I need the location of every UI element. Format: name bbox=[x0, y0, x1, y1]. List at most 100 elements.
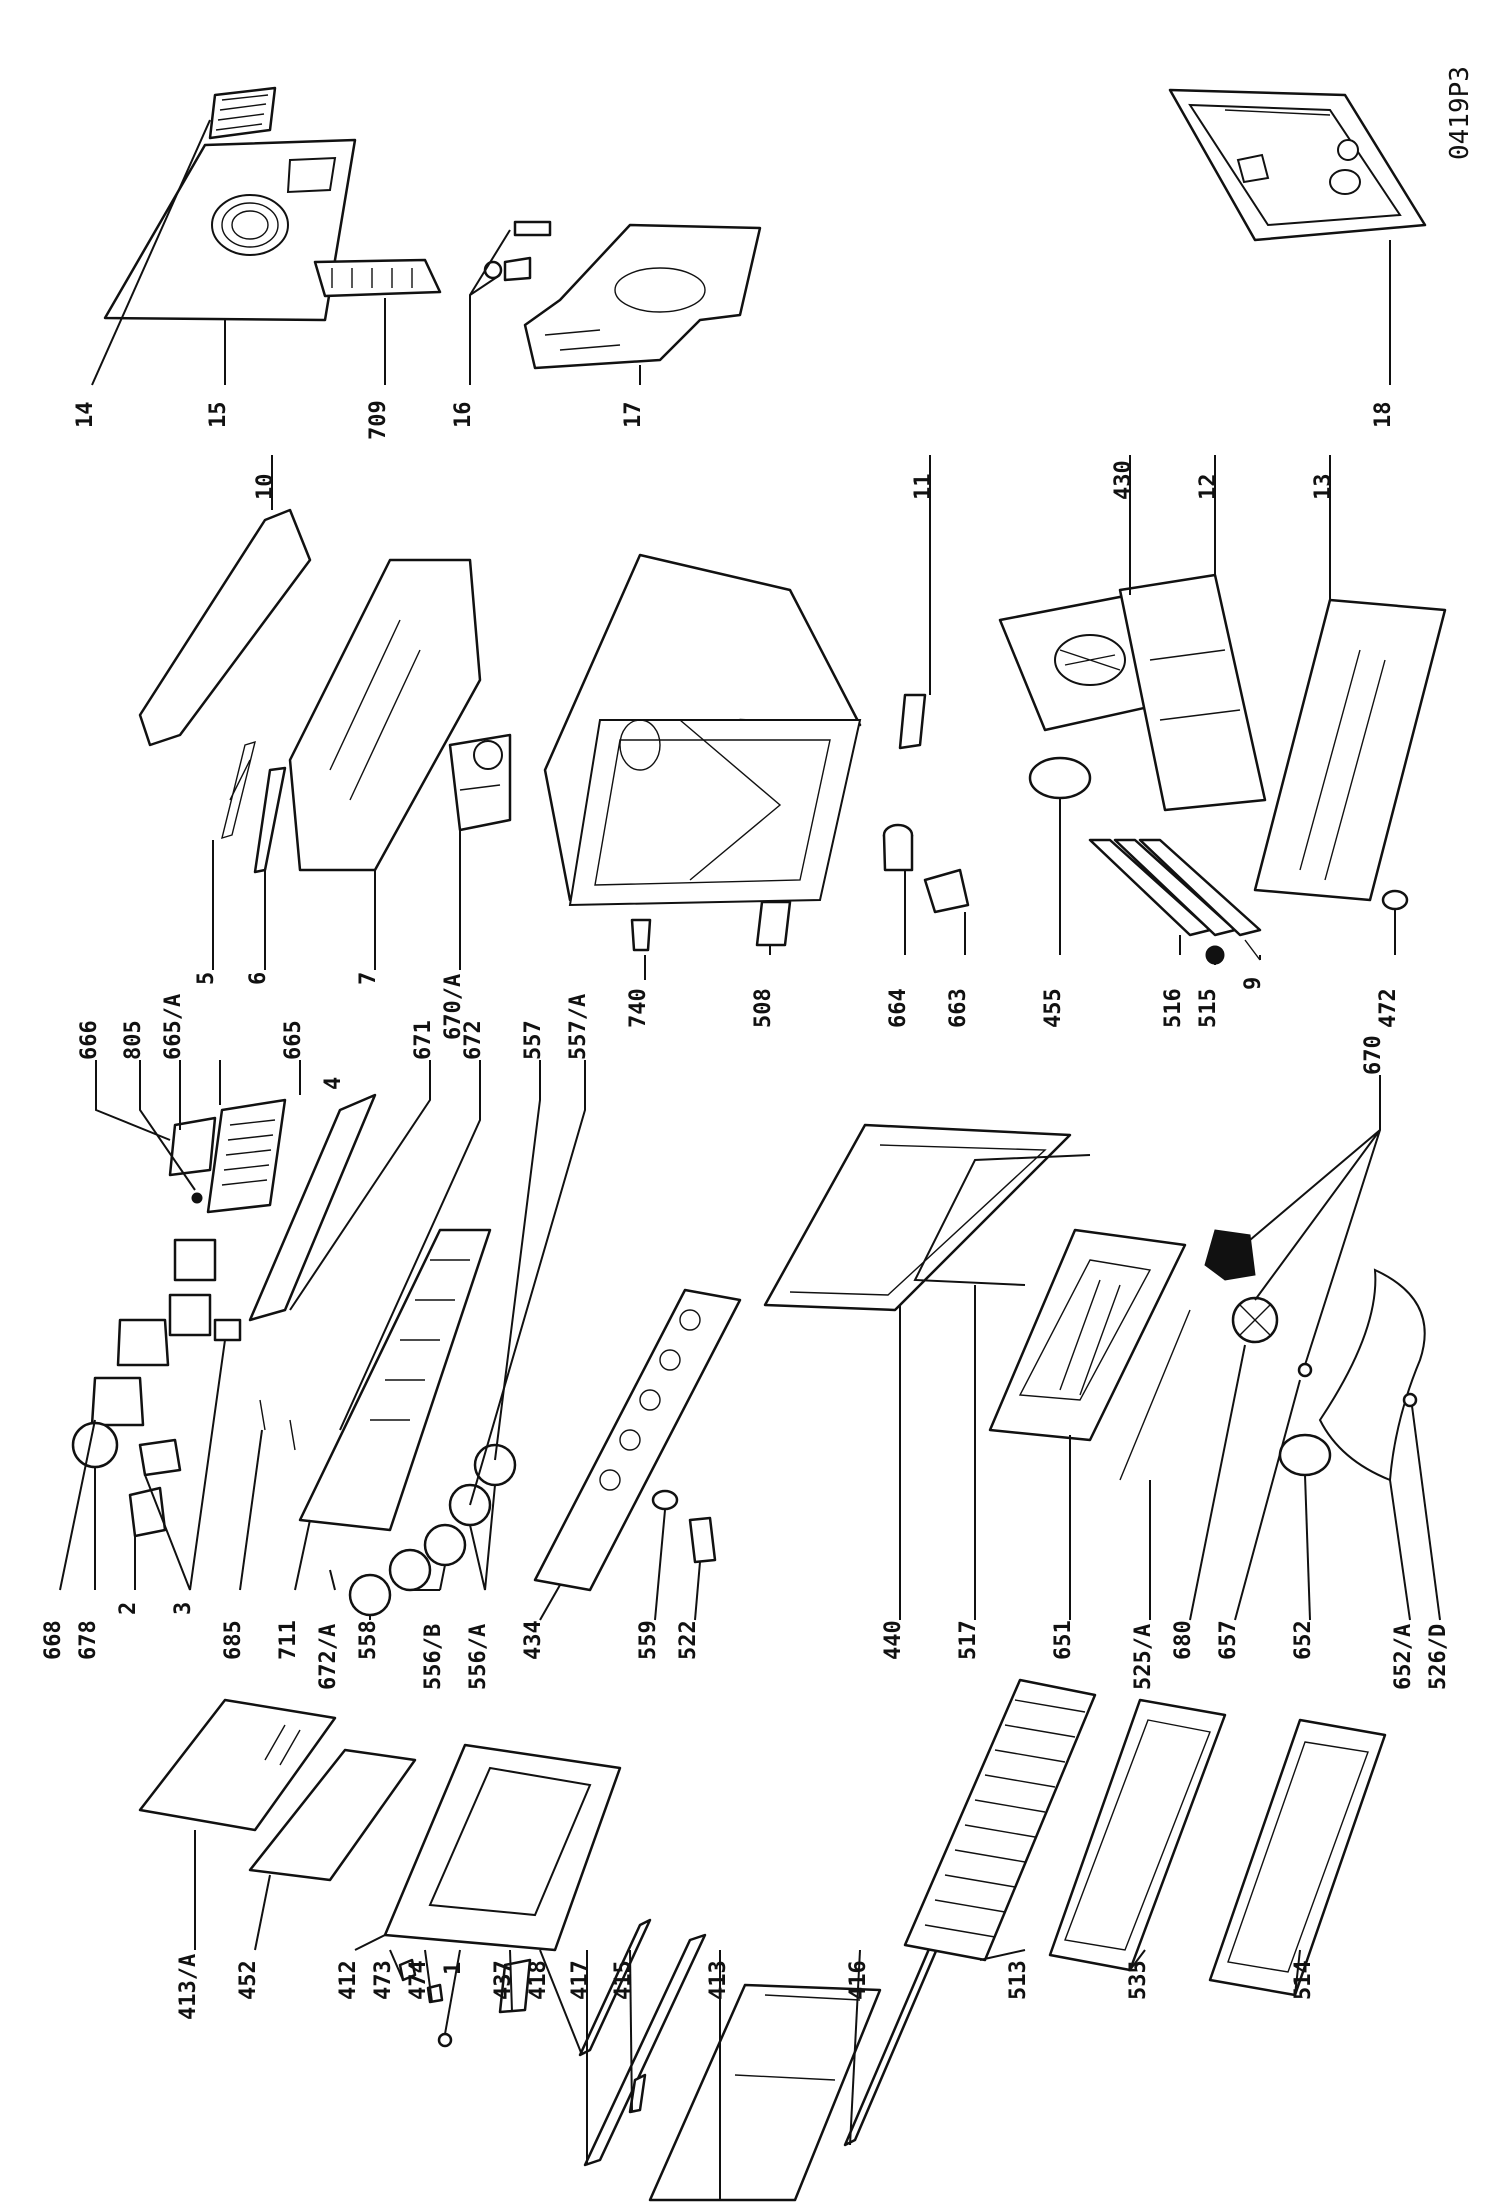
label-6: 6 bbox=[246, 972, 271, 985]
part-516-shelf-supports bbox=[1088, 838, 1262, 937]
document-code: 0419P3 bbox=[1445, 66, 1475, 160]
label-16: 16 bbox=[451, 402, 476, 429]
label-4: 4 bbox=[321, 1077, 346, 1090]
part-652-circular-element bbox=[1278, 1433, 1332, 1477]
part-472-grommet bbox=[1381, 889, 1409, 911]
part-514-deep-tray bbox=[1208, 1718, 1387, 1997]
part-drawings bbox=[71, 86, 1447, 2202]
part-670-fan-motor bbox=[1204, 1229, 1313, 1378]
part-709-terminal-block bbox=[313, 258, 442, 298]
label-413: 413 bbox=[706, 1960, 731, 2000]
part-11-hinge-bracket bbox=[898, 693, 927, 750]
label-3: 3 bbox=[171, 1602, 196, 1615]
label-657: 657 bbox=[1216, 1620, 1241, 1660]
label-514: 514 bbox=[1291, 1960, 1316, 2000]
label-805: 805 bbox=[121, 1020, 146, 1060]
part-434-control-panel bbox=[533, 1288, 742, 1592]
part-14-vent-grille bbox=[208, 86, 277, 140]
part-665-selector-switch bbox=[206, 1098, 287, 1214]
part-7-side-panel bbox=[288, 558, 482, 872]
part-16-switch-parts bbox=[483, 220, 552, 282]
part-455-fan-gasket bbox=[1028, 756, 1092, 800]
label-678: 678 bbox=[76, 1620, 101, 1660]
label-15: 15 bbox=[206, 402, 231, 429]
label-440: 440 bbox=[881, 1620, 906, 1660]
part-5-heater-element bbox=[221, 740, 256, 840]
part-668-energy-regulators bbox=[90, 1318, 170, 1427]
label-558: 558 bbox=[356, 1620, 381, 1660]
label-709: 709 bbox=[366, 400, 391, 440]
part-413-outer-door-panel bbox=[648, 1983, 882, 2202]
part-437-door-hinge bbox=[498, 1958, 532, 2014]
part-678-timer bbox=[71, 1421, 119, 1469]
label-665: 665 bbox=[281, 1020, 306, 1060]
label-711: 711 bbox=[276, 1620, 301, 1660]
part-711-control-box bbox=[298, 1228, 492, 1532]
label-516: 516 bbox=[1161, 988, 1186, 1028]
label-5: 5 bbox=[194, 972, 219, 985]
part-508-door-stop bbox=[755, 900, 792, 947]
label-685: 685 bbox=[221, 1620, 246, 1660]
label-1: 1 bbox=[441, 1962, 466, 1975]
label-526D: 526/D bbox=[1426, 1624, 1451, 1690]
label-666: 666 bbox=[77, 1020, 102, 1060]
label-652A: 652/A bbox=[1391, 1624, 1416, 1690]
part-670A-fan-motor bbox=[448, 733, 512, 832]
part-17-rear-frame bbox=[523, 223, 762, 370]
part-15-top-cover-panel bbox=[103, 138, 357, 322]
label-13: 13 bbox=[1311, 474, 1336, 501]
part-805-screw bbox=[191, 1192, 203, 1204]
label-525A: 525/A bbox=[1131, 1624, 1156, 1690]
part-664-lamp-holder bbox=[882, 823, 914, 872]
label-559: 559 bbox=[636, 1620, 661, 1660]
label-513: 513 bbox=[1006, 1960, 1031, 2000]
part-417-handle-support bbox=[583, 1933, 707, 2167]
label-434: 434 bbox=[521, 1620, 546, 1660]
part-18-rear-panel-frame bbox=[1168, 88, 1427, 242]
label-652: 652 bbox=[1291, 1620, 1316, 1660]
label-11: 11 bbox=[911, 474, 936, 501]
part-3-bracket bbox=[138, 1318, 242, 1477]
label-473: 473 bbox=[371, 1960, 396, 2000]
part-9-screw bbox=[1244, 939, 1261, 961]
label-417: 417 bbox=[568, 1960, 593, 2000]
label-664: 664 bbox=[886, 988, 911, 1028]
label-556A: 556/A bbox=[466, 1624, 491, 1690]
label-665A: 665/A bbox=[161, 994, 186, 1060]
part-663-lamp-cover bbox=[923, 868, 970, 914]
label-557: 557 bbox=[521, 1020, 546, 1060]
part-6-bracket bbox=[253, 766, 287, 874]
label-663: 663 bbox=[946, 988, 971, 1028]
label-437: 437 bbox=[491, 1960, 516, 2000]
label-412: 412 bbox=[336, 1960, 361, 2000]
label-556B: 556/B bbox=[421, 1624, 446, 1690]
label-671: 671 bbox=[411, 1020, 436, 1060]
label-14: 14 bbox=[73, 402, 98, 429]
label-455: 455 bbox=[1041, 988, 1066, 1028]
label-418: 418 bbox=[526, 1960, 551, 2000]
label-535: 535 bbox=[1126, 1960, 1151, 2000]
part-13-side-panel bbox=[1253, 598, 1447, 902]
part-4-control-strip bbox=[248, 1093, 377, 1322]
part-413A-outer-glass bbox=[138, 1698, 337, 1832]
part-440-door-seal bbox=[763, 1123, 1072, 1312]
part-651-grill-element bbox=[988, 1228, 1187, 1442]
label-508: 508 bbox=[751, 988, 776, 1028]
label-415: 415 bbox=[611, 1960, 636, 2000]
part-517-heating-element bbox=[913, 1154, 1091, 1286]
label-680: 680 bbox=[1171, 1620, 1196, 1660]
label-670A: 670/A bbox=[441, 974, 466, 1040]
label-515: 515 bbox=[1196, 988, 1221, 1028]
part-10-top-strip bbox=[138, 508, 312, 747]
label-740: 740 bbox=[626, 988, 651, 1028]
leader-lines bbox=[59, 119, 1441, 2200]
label-7: 7 bbox=[356, 972, 381, 985]
part-513-wire-rack bbox=[903, 1678, 1097, 1962]
part-labels: 14 15 709 16 17 18 10 11 430 12 13 666 8… bbox=[41, 400, 1451, 2020]
label-522: 522 bbox=[676, 1620, 701, 1660]
label-557A: 557/A bbox=[566, 994, 591, 1060]
label-472: 472 bbox=[1376, 988, 1401, 1028]
part-12-side-panel bbox=[1118, 573, 1267, 812]
label-517: 517 bbox=[956, 1620, 981, 1660]
